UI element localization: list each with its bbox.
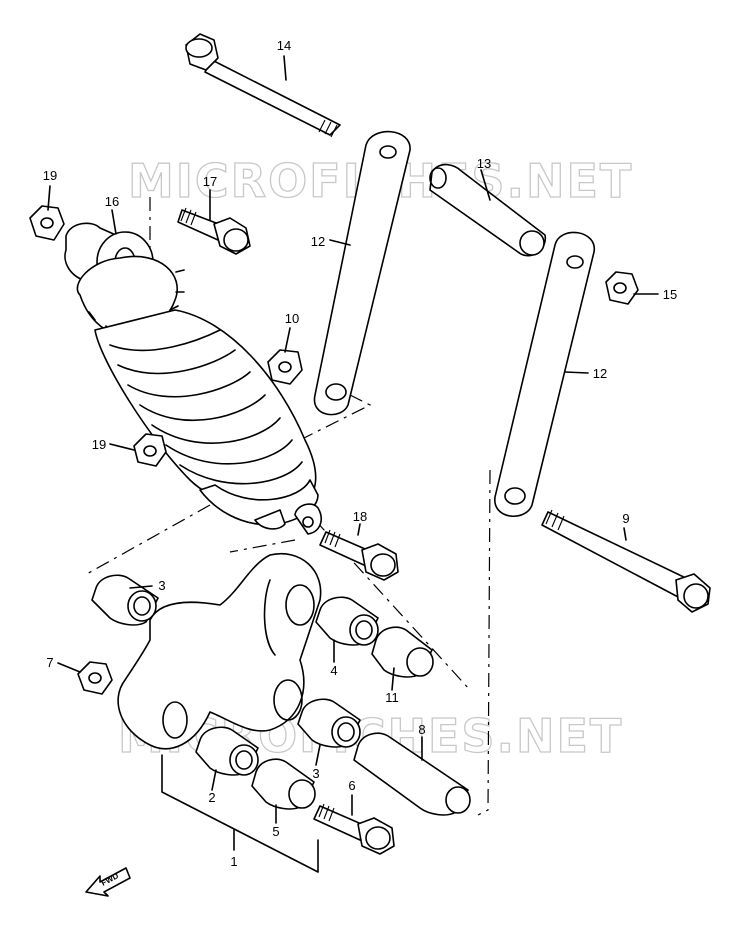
callout-4: 4 <box>330 663 337 678</box>
part-12-link-left[interactable] <box>313 130 411 416</box>
callout-2: 2 <box>208 790 215 805</box>
callout-18: 18 <box>353 509 367 524</box>
part-19-nut-top[interactable] <box>29 205 65 241</box>
part-11-collar[interactable] <box>371 626 434 678</box>
callout-6: 6 <box>348 778 355 793</box>
part-2-bushing[interactable] <box>195 726 259 776</box>
part-9-bolt[interactable] <box>541 509 711 613</box>
callout-8: 8 <box>418 722 425 737</box>
part-19-nut-mid[interactable] <box>133 433 167 467</box>
fwd-arrow-icon: FWD <box>85 867 131 897</box>
callout-19-mid: 19 <box>92 437 106 452</box>
callout-3-lower: 3 <box>312 766 319 781</box>
callout-16: 16 <box>105 194 119 209</box>
callout-7: 7 <box>46 655 53 670</box>
leader-lines <box>47 55 659 824</box>
callout-19-top: 19 <box>43 168 57 183</box>
callout-labels: 14 13 12 15 12 9 19 16 17 10 19 18 3 7 4… <box>43 38 677 869</box>
part-8-collar[interactable] <box>353 732 471 816</box>
group-bracket-1 <box>161 754 319 873</box>
part-14-bolt[interactable] <box>185 33 341 138</box>
callout-12-left: 12 <box>311 234 325 249</box>
part-18-bolt[interactable] <box>319 529 399 581</box>
part-10-nut[interactable] <box>267 349 303 385</box>
part-7-nut[interactable] <box>77 661 113 695</box>
part-13-collar[interactable] <box>429 163 546 257</box>
callout-10: 10 <box>285 311 299 326</box>
part-1-cushion-lever[interactable] <box>117 552 322 750</box>
callout-14: 14 <box>277 38 291 53</box>
part-4-bushing[interactable] <box>315 596 379 646</box>
part-12-link-right[interactable] <box>494 231 595 518</box>
callout-15: 15 <box>663 287 677 302</box>
callout-12-right: 12 <box>593 366 607 381</box>
callout-9: 9 <box>622 511 629 526</box>
callout-17: 17 <box>203 174 217 189</box>
callout-13: 13 <box>477 156 491 171</box>
part-6-bolt[interactable] <box>313 803 395 855</box>
part-3-bushing-upper[interactable] <box>91 574 159 626</box>
part-16-shock-absorber[interactable] <box>64 222 322 535</box>
callout-11: 11 <box>385 690 399 705</box>
callout-5: 5 <box>272 824 279 839</box>
part-17-bolt[interactable] <box>177 207 251 255</box>
part-3-bushing-lower[interactable] <box>297 698 361 748</box>
callout-3-upper: 3 <box>158 578 165 593</box>
part-15-nut[interactable] <box>605 271 639 305</box>
part-5-collar[interactable] <box>251 758 316 810</box>
callout-1: 1 <box>230 854 237 869</box>
